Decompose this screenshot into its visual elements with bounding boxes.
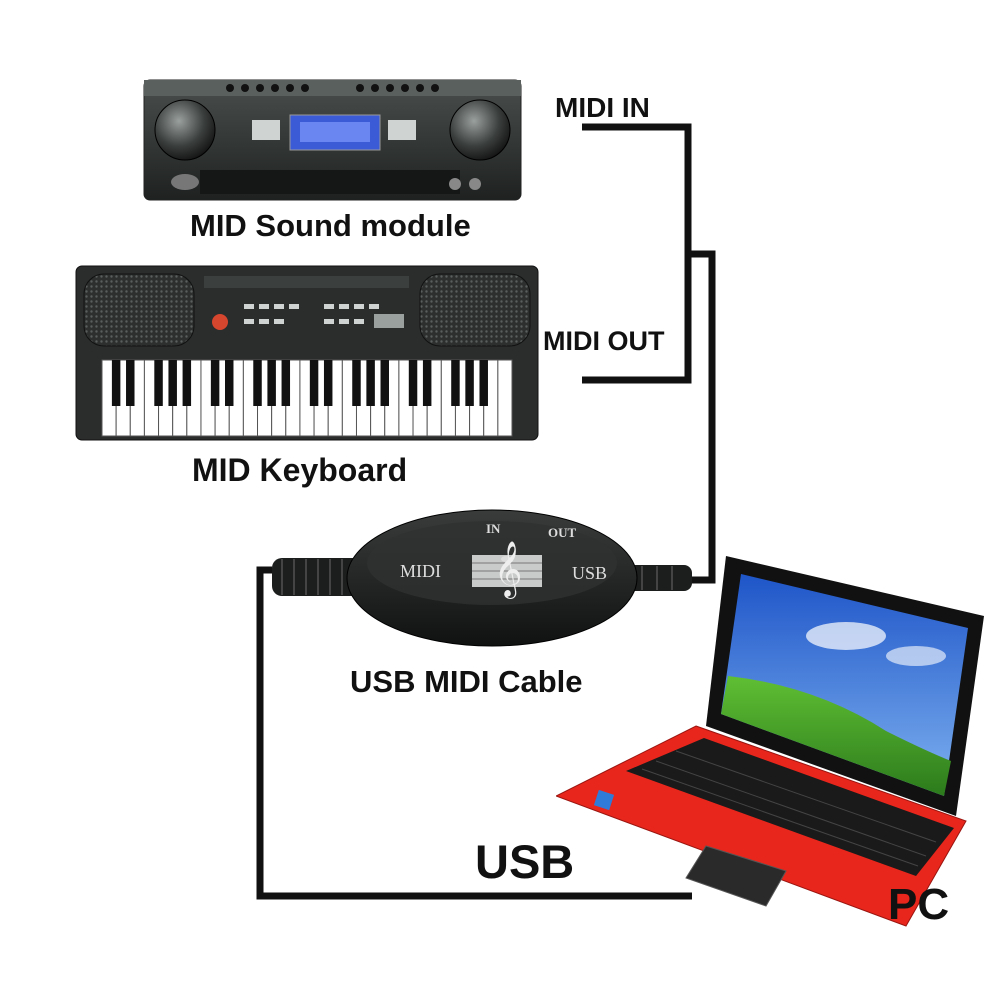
black-key [422, 360, 432, 406]
midi-in-wire [582, 123, 692, 384]
keyboard-label: MID Keyboard [192, 452, 408, 488]
black-key [479, 360, 488, 406]
usb-midi-cable-label: USB MIDI Cable [350, 664, 583, 699]
black-key [154, 360, 163, 406]
white-key [497, 359, 513, 437]
sound-module-device [140, 70, 525, 205]
keyboard-device [74, 264, 540, 442]
black-key [465, 360, 474, 406]
black-key [281, 360, 291, 406]
laptop-pc [556, 546, 994, 928]
black-key [111, 360, 121, 406]
black-key [253, 360, 262, 406]
black-key [451, 360, 460, 406]
sound-module-label: MID Sound module [190, 208, 471, 243]
midi-out-label: MIDI OUT [543, 326, 665, 356]
black-key [309, 360, 319, 406]
black-key [210, 360, 220, 406]
usb-midi-interface: MIDI USB IN OUT 𝄞 [272, 503, 692, 653]
usb-wire [256, 566, 692, 900]
interface-out-label: OUT [548, 525, 577, 540]
black-key [323, 360, 333, 406]
pc-label: PC [888, 880, 950, 929]
midi-out-wire [690, 250, 716, 584]
black-key [380, 360, 389, 406]
interface-in-label: IN [486, 521, 501, 536]
black-key [408, 360, 418, 406]
black-key [352, 360, 361, 406]
black-key [267, 360, 276, 406]
midi-in-label: MIDI IN [555, 92, 650, 123]
black-key [182, 360, 192, 406]
black-key [126, 360, 135, 406]
interface-usb-label: USB [572, 563, 608, 583]
interface-midi-label: MIDI [400, 561, 441, 581]
black-key [168, 360, 177, 406]
treble-clef-icon: 𝄞 [494, 541, 523, 597]
black-key [225, 360, 234, 406]
usb-label: USB [475, 835, 575, 888]
black-key [366, 360, 375, 406]
